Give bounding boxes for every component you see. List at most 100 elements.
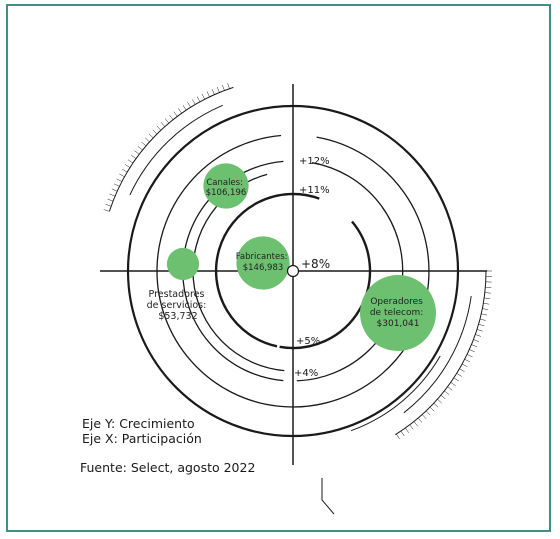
ruler-top-left-tick [152,129,158,135]
axis-x-caption: Eje X: Participación [82,431,202,446]
ruler-bottom-right-tick [456,373,462,377]
axis-y-caption: Eje Y: Crecimiento [82,416,195,431]
ruler-top-left-tick [105,203,112,207]
chart-frame [6,4,551,532]
bubble-label-operadores: Operadores de telecom: $301,041 [370,297,426,329]
guide-arc-bottom-right [403,296,472,414]
ruler-bottom-right-tick [464,358,471,363]
ruler-top-left-tick [109,193,116,197]
ring-r8-seg-0 [279,220,372,350]
ruler-bottom-right-tick [447,386,453,391]
ruler-top-left-tick [187,102,191,108]
ruler-bottom-right-tick [459,368,465,372]
bubble-fabricantes [236,236,290,290]
ruler-bottom-right-tick [476,329,483,332]
ring-outer [126,104,460,438]
ruler-top-left-tick [103,209,110,212]
ring-r12-seg-0 [316,136,430,295]
ruler-bottom-right-tick [469,349,475,353]
bubble-prestadores [166,247,200,281]
ruler-top-left-tick [131,154,137,159]
ruler-bottom-right-tick [421,414,427,420]
ruler-top-left-tick [148,133,154,139]
ruler-top-left-tick [196,96,201,103]
ruler-top-left-tick [137,146,143,151]
decorative-rulers [103,83,492,440]
ruler-top-left-tick [201,93,206,100]
ring-label-5: +5% [296,336,320,347]
ruler-top-left-tick [182,105,187,111]
ring-label-12: +12% [299,156,330,167]
ruler-top-left-tick [156,125,162,131]
ruler-bottom-right-tick [484,297,491,299]
bubble-label-fabricantes: Fabricantes: $146,983 [236,252,290,273]
ruler-top-left-tick [116,178,123,182]
ruler-top-left-tick [173,111,178,117]
ruler-bottom-right-tick [461,363,468,368]
ruler-top-left [108,86,234,212]
ruler-top-left-tick [141,141,147,147]
ruler-bottom-right-tick [425,410,431,416]
ruler-top-left-tick [192,99,196,105]
ruler-bottom-right-tick [483,302,490,305]
ruler-bottom-right-tick [429,406,435,412]
ruler-top-left-tick [124,164,131,168]
ruler-top-left-tick [227,83,230,89]
ruler-bottom-right-tick [417,417,423,423]
ruler-bottom-right-tick [473,339,480,342]
ruler-bottom-right-tick [433,402,439,408]
ruler-top-left-ticks [103,83,230,212]
guide-arc-bottom [350,355,441,432]
source-caption: Fuente: Select, agosto 2022 [80,460,255,475]
ruler-top-left-tick [134,150,140,155]
decorative-hook [321,478,335,515]
ruler-top-left-tick [144,137,150,143]
ruler-top-left-tick [127,159,134,164]
ruler-bottom-right-tick [478,323,485,327]
bubble-operadores [360,275,436,351]
center-marker [286,264,300,278]
ruler-bottom-right-tick [466,354,473,358]
ruler-bottom-right-tick [437,398,442,404]
ruler-bottom-right-tick [485,286,492,288]
ruler-top-left-tick [164,118,170,124]
ruler-bottom-right-tick [481,313,488,316]
ruler-bottom-right-tick [453,377,459,382]
ruler-top-left-tick [113,183,120,187]
ruler-top-left-tick [169,114,174,120]
ring-label-11: +11% [299,185,330,196]
bubble-canales [203,163,249,209]
ruler-top-left-tick [160,122,166,127]
ruler-bottom-right-tick [440,394,446,400]
ruler-bottom-right-tick [479,318,486,321]
ruler-bottom-right-ticks [396,270,492,440]
ruler-bottom-right-tick [484,292,491,294]
ruler-bottom-right-tick [413,421,418,427]
bubbles [166,163,436,351]
ruler-bottom-right-tick [450,382,456,386]
bubble-label-canales: Canales: $106,196 [206,178,247,198]
ring-r8-seg-1 [214,192,320,348]
ruler-bottom-right-tick [475,334,481,337]
bubble-label-prestadores: Prestadores de servicios: $53,732 [147,289,210,322]
ring-label-4: +4% [294,368,318,379]
ruler-bottom-right-tick [405,427,410,433]
ruler-top-left-tick [111,188,118,192]
ruler-bottom-right-tick [400,430,405,437]
ruler-bottom-right-tick [444,390,450,395]
growth-rings [126,104,460,438]
ruler-bottom-right-tick [482,308,489,310]
ring-r12-seg-1 [156,134,427,408]
ruler-top-left-tick [107,198,114,202]
ruler-bottom-right-tick [409,424,414,430]
ruler-top-left-tick [211,89,215,95]
ruler-top-left-tick [119,173,125,178]
ruler-top-left-tick [178,108,182,114]
ruler-bottom-right [395,270,487,436]
ruler-bottom-right-tick [471,344,478,348]
guide-arc-top-left [129,104,223,196]
ruler-top-left-tick [216,86,220,93]
ring-label-8: +8% [301,257,330,271]
ruler-bottom-right-tick [396,433,400,440]
